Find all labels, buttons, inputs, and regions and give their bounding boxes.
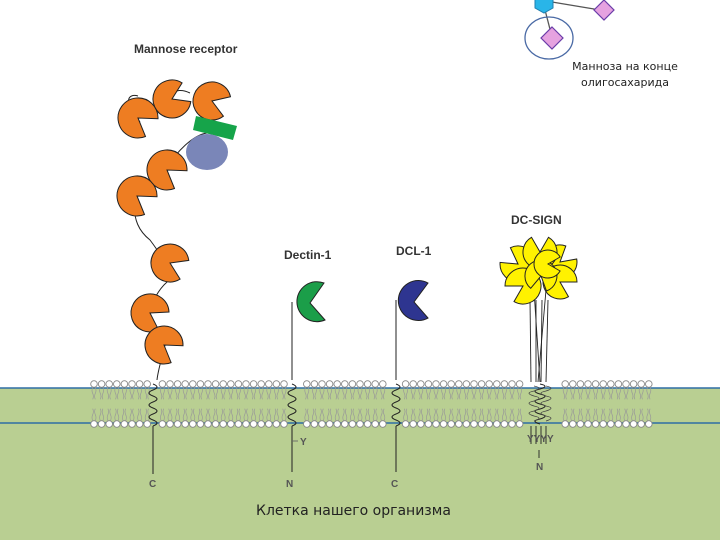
mannose-annotation-line-1: Манноза на конце [572, 60, 678, 73]
dcsign-stalks [529, 289, 549, 383]
mannose-receptor-label: Mannose receptor [134, 42, 238, 56]
dcl1-receptor: C DCL-1 [391, 244, 432, 490]
dectin1-tm-coil [287, 383, 297, 427]
mannose-sugar-group [524, 0, 615, 60]
mannose-receptor: C Mannose receptor [116, 42, 238, 490]
fibronectin-domain [193, 116, 237, 140]
dectin1-crd [296, 281, 326, 323]
dcsign-crd-7 [533, 249, 561, 279]
mannose-receptor-crd-7 [130, 293, 170, 333]
dcsign-label: DC-SIGN [511, 213, 562, 227]
dcl1-c-terminus: C [391, 479, 398, 490]
sugar-pink-diamond-icon [593, 0, 615, 21]
cell-cytoplasm [0, 388, 720, 540]
sugar-mannose-diamond-icon [540, 26, 564, 50]
dcl1-tm-coil [391, 383, 401, 427]
dectin1-n-terminus: N [286, 479, 293, 490]
mannose-receptor-crd-8 [144, 325, 184, 365]
mannose-receptor-crd-2 [152, 79, 192, 119]
dectin1-label: Dectin-1 [284, 248, 332, 262]
sugar-blue-hexagon-icon [534, 0, 554, 14]
mannose-receptor-crd-1 [117, 97, 159, 139]
dcsign-y-motifs: YYYY [527, 434, 554, 445]
dcsign-n-terminus: N [536, 462, 543, 473]
mannose-receptor-crd-5 [116, 175, 158, 217]
mannose-receptor-c-terminus: C [149, 479, 156, 490]
dectin1-receptor: Y N Dectin-1 [284, 248, 332, 490]
cysteine-rich-domain [186, 134, 228, 170]
dcsign-receptor: YYYY N DC-SIGN [499, 213, 578, 473]
mannose-receptor-crd-6 [150, 243, 190, 283]
mannose-receptor-tm-coil [148, 383, 158, 427]
mannose-receptor-crd-4 [146, 149, 188, 191]
mannose-annotation: Манноза на конце олигосахарида [560, 59, 690, 91]
cell-label: Клетка нашего организма [256, 503, 451, 519]
mannose-annotation-line-2: олигосахарида [581, 76, 669, 89]
dcl1-crd [397, 280, 429, 321]
dcsign-crd-cluster [499, 236, 578, 305]
dcl1-label: DCL-1 [396, 244, 432, 258]
mannose-highlight-circle [524, 16, 574, 60]
dectin1-y-motif: Y [300, 437, 307, 448]
mannose-receptor-crd-3 [192, 81, 232, 121]
